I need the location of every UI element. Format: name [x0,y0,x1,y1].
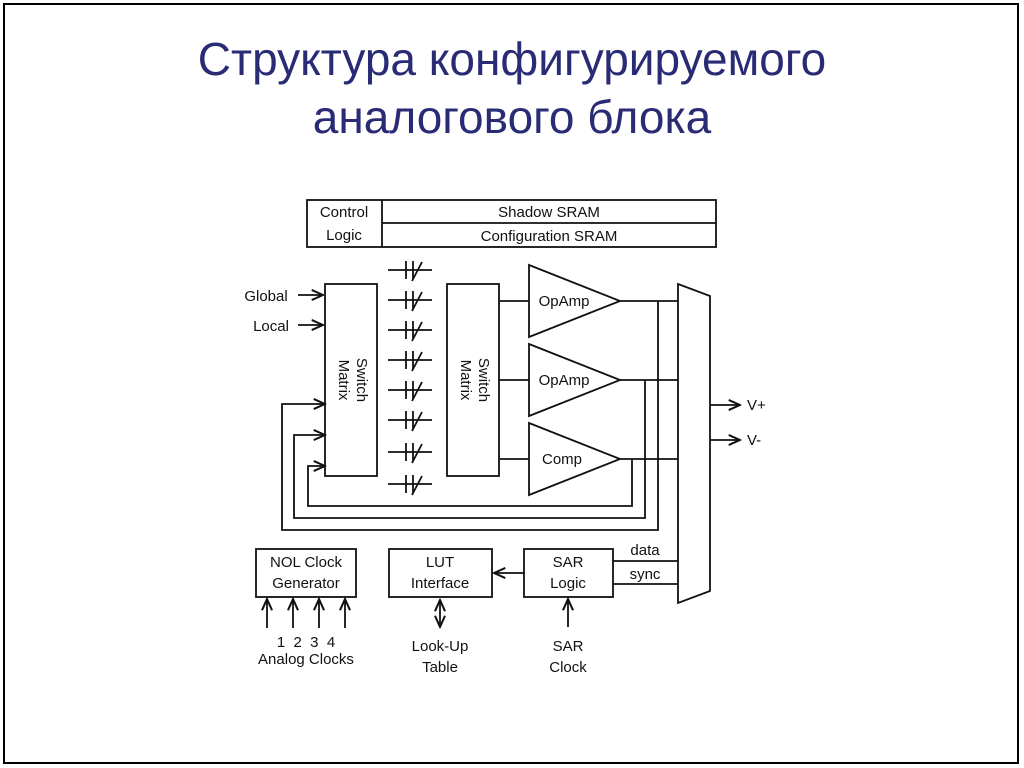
capacitor-6 [388,411,432,432]
sar-logic-label-2: Logic [550,575,586,592]
capacitor-array [388,261,432,496]
capacitor-3 [388,321,432,342]
svg-text:Switch: Switch [475,358,492,402]
feedback-loop-opamp2 [293,380,646,519]
nol-clock-label-2: Generator [272,575,340,592]
opamp-2-label: OpAmp [539,372,590,389]
clock-numbers-label: 1 2 3 4 [277,634,335,651]
comparator-label: Comp [542,451,582,468]
control-logic-label-1: Control [320,204,368,221]
svg-text:Switch: Switch [353,358,370,402]
vminus-label: V- [747,432,761,449]
capacitor-1 [388,261,432,282]
shadow-sram-label: Shadow SRAM [498,204,600,221]
svg-text:Matrix: Matrix [335,360,352,401]
vplus-label: V+ [747,397,766,414]
switch-matrix-1 [324,283,378,477]
feedback-loop-comp [307,459,633,507]
capacitor-8 [388,475,432,496]
switch-matrix-1-label: Switch Matrix [335,358,370,402]
lookup-table-label-1: Look-Up [412,638,469,655]
svg-text:Matrix: Matrix [457,360,474,401]
local-label: Local [253,318,289,335]
nol-clock-label-1: NOL Clock [270,554,342,571]
analog-clocks-label: Analog Clocks [258,651,354,668]
lut-interface-box [388,548,493,598]
control-logic-label-2: Logic [326,227,362,244]
title-line-2: аналогового блока [312,91,712,143]
nol-clock-generator-box [255,548,357,598]
switch-matrix-2-label: Switch Matrix [457,358,492,402]
sar-clock-label-2: Clock [549,659,587,676]
slide-frame [3,3,1019,764]
capacitor-7 [388,443,432,464]
capacitor-2 [388,291,432,312]
title-line-1: Структура конфигурируемого [197,33,827,85]
sar-logic-label-1: SAR [553,554,584,571]
slide-title: Структура конфигурируемого аналогового б… [0,30,1024,146]
capacitor-4 [388,351,432,372]
capacitor-5 [388,381,432,402]
global-label: Global [244,288,287,305]
lut-interface-label-1: LUT [426,554,454,571]
sync-label: sync [630,566,661,583]
data-label: data [630,542,660,559]
configuration-sram-label: Configuration SRAM [481,228,618,245]
output-multiplexer [677,282,711,605]
sar-clock-label-1: SAR [553,638,584,655]
lut-interface-label-2: Interface [411,575,469,592]
opamp-1-label: OpAmp [539,293,590,310]
feedback-loop-opamp1 [281,301,659,531]
lookup-table-label-2: Table [422,659,458,676]
